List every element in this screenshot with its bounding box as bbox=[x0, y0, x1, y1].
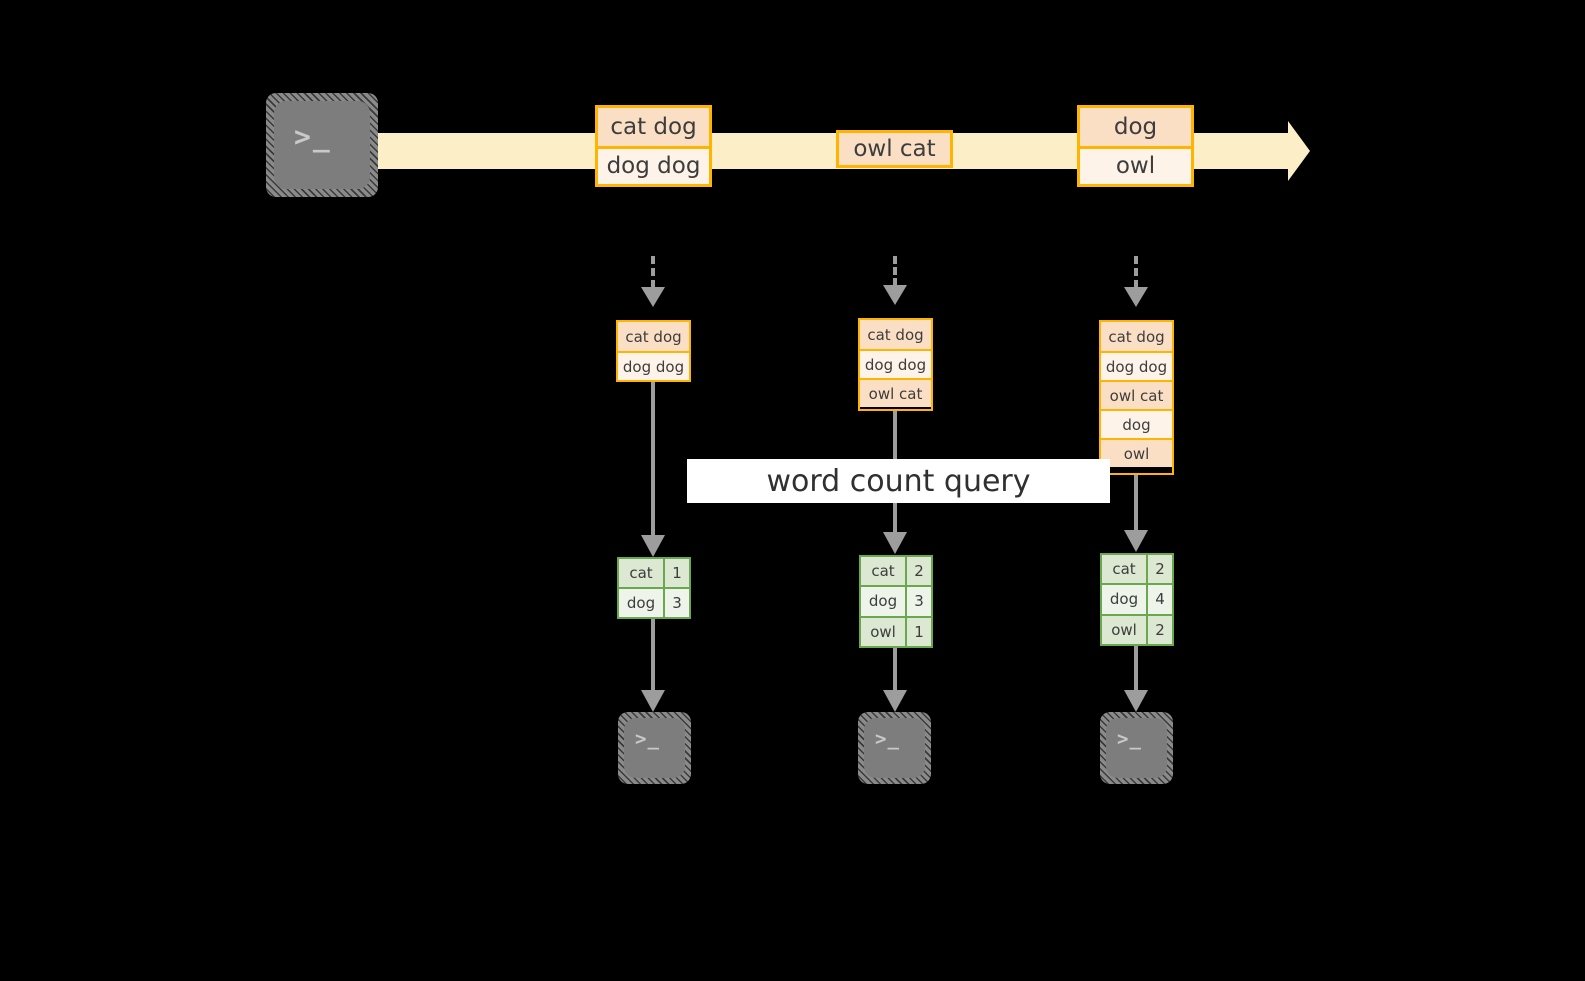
result-word: cat bbox=[619, 559, 663, 587]
query-label-band: word count query bbox=[687, 459, 1110, 503]
terminal-body bbox=[624, 718, 685, 778]
accumulated-line: dog dog bbox=[618, 351, 689, 380]
stream-message-1[interactable]: cat dog dog dog bbox=[595, 105, 712, 187]
result-to-sink-connector-2 bbox=[893, 648, 897, 691]
result-to-sink-arrowhead-3 bbox=[1124, 690, 1148, 712]
terminal-prompt-icon: >_ bbox=[635, 728, 660, 750]
result-word: owl bbox=[861, 617, 905, 646]
result-table-1[interactable]: cat 1 dog 3 bbox=[617, 557, 691, 619]
stream-message-3[interactable]: dog owl bbox=[1077, 105, 1194, 187]
result-count: 4 bbox=[1146, 585, 1172, 614]
terminal-body bbox=[864, 718, 925, 778]
accumulated-line: cat dog bbox=[860, 320, 931, 349]
snapshot-to-result-connector-3 bbox=[1134, 475, 1138, 531]
accumulated-line: dog bbox=[1101, 409, 1172, 438]
result-count: 2 bbox=[1146, 615, 1172, 644]
result-word: dog bbox=[1102, 585, 1146, 614]
result-table-3[interactable]: cat 2 dog 4 owl 2 bbox=[1100, 553, 1174, 646]
result-count: 3 bbox=[905, 587, 931, 616]
terminal-body bbox=[274, 101, 370, 189]
result-word: cat bbox=[861, 557, 905, 586]
result-table-2[interactable]: cat 2 dog 3 owl 1 bbox=[859, 555, 933, 648]
accumulated-input-stack-1[interactable]: cat dog dog dog bbox=[616, 320, 691, 382]
accumulated-line: dog dog bbox=[860, 349, 931, 378]
stream-message-line: cat dog bbox=[598, 108, 709, 146]
stream-to-snapshot-arrowhead-3 bbox=[1124, 287, 1148, 307]
accumulated-input-stack-2[interactable]: cat dog dog dog owl cat bbox=[858, 318, 933, 411]
terminal-prompt-icon: >_ bbox=[1117, 728, 1142, 750]
stream-to-snapshot-connector-2 bbox=[893, 256, 897, 286]
table-row: dog 3 bbox=[861, 585, 931, 616]
result-to-sink-connector-3 bbox=[1134, 646, 1138, 691]
query-label: word count query bbox=[766, 463, 1031, 499]
snapshot-to-result-arrowhead-1 bbox=[641, 535, 665, 557]
stream-to-snapshot-arrowhead-1 bbox=[641, 287, 665, 307]
result-to-sink-arrowhead-1 bbox=[641, 690, 665, 712]
sink-terminal-node-3[interactable]: >_ bbox=[1100, 712, 1173, 784]
table-row: dog 4 bbox=[1102, 583, 1172, 614]
sink-terminal-node-1[interactable]: >_ bbox=[618, 712, 691, 784]
result-count: 1 bbox=[663, 559, 689, 587]
result-word: owl bbox=[1102, 615, 1146, 644]
stream-message-2[interactable]: owl cat bbox=[836, 130, 953, 168]
stream-to-snapshot-arrowhead-2 bbox=[883, 285, 907, 305]
stream-to-snapshot-connector-3 bbox=[1134, 256, 1138, 288]
result-word: dog bbox=[861, 587, 905, 616]
stream-to-snapshot-connector-1 bbox=[651, 256, 655, 288]
sink-terminal-node-2[interactable]: >_ bbox=[858, 712, 931, 784]
snapshot-to-result-arrowhead-2 bbox=[883, 532, 907, 554]
result-to-sink-connector-1 bbox=[651, 619, 655, 691]
table-row: owl 2 bbox=[1102, 613, 1172, 644]
result-count: 2 bbox=[905, 557, 931, 586]
stream-message-line: dog dog bbox=[598, 145, 709, 184]
accumulated-input-stack-3[interactable]: cat dog dog dog owl cat dog owl bbox=[1099, 320, 1174, 475]
table-row: dog 3 bbox=[619, 587, 689, 617]
result-word: cat bbox=[1102, 555, 1146, 584]
terminal-prompt-icon: >_ bbox=[875, 728, 900, 750]
accumulated-line: owl cat bbox=[1101, 380, 1172, 409]
accumulated-line: owl bbox=[1101, 438, 1172, 467]
accumulated-line: cat dog bbox=[618, 322, 689, 351]
event-stream-arrowhead bbox=[1288, 121, 1310, 181]
stream-message-line: owl cat bbox=[839, 133, 950, 165]
accumulated-line: dog dog bbox=[1101, 351, 1172, 380]
snapshot-to-result-arrowhead-3 bbox=[1124, 530, 1148, 552]
table-row: cat 2 bbox=[1102, 555, 1172, 584]
result-word: dog bbox=[619, 589, 663, 617]
result-count: 2 bbox=[1146, 555, 1172, 584]
accumulated-line: owl cat bbox=[860, 378, 931, 407]
accumulated-line: cat dog bbox=[1101, 322, 1172, 351]
result-count: 1 bbox=[905, 617, 931, 646]
result-count: 3 bbox=[663, 589, 689, 617]
terminal-body bbox=[1106, 718, 1167, 778]
source-terminal-node[interactable]: >_ bbox=[266, 93, 378, 197]
terminal-prompt-icon: >_ bbox=[294, 120, 332, 153]
stream-message-line: dog bbox=[1080, 108, 1191, 146]
snapshot-to-result-connector-1 bbox=[651, 382, 655, 536]
result-to-sink-arrowhead-2 bbox=[883, 690, 907, 712]
stream-message-line: owl bbox=[1080, 145, 1191, 184]
table-row: owl 1 bbox=[861, 615, 931, 646]
table-row: cat 1 bbox=[619, 559, 689, 587]
table-row: cat 2 bbox=[861, 557, 931, 586]
